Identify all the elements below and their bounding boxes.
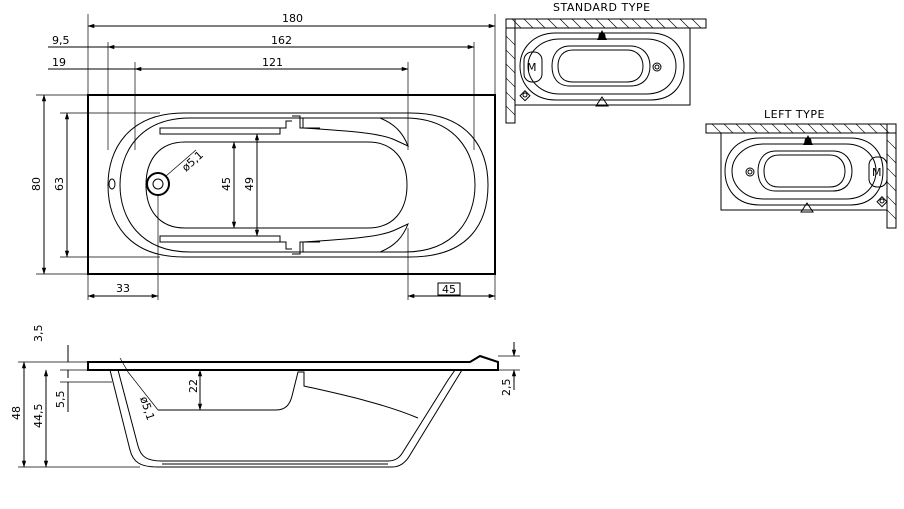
section-inner-shell (117, 369, 456, 462)
plan-outer-rim (87, 94, 496, 275)
section-armrest (158, 371, 419, 419)
dim-33-label: 33 (116, 282, 130, 295)
standard-wall-hatch (505, 18, 702, 116)
left-motor-pad (868, 156, 888, 188)
plan-overflow (108, 178, 116, 190)
dim-19-label: 19 (52, 56, 66, 69)
standard-bottom-valve-icon (595, 96, 609, 107)
dim-5-5-label: 5,5 (54, 391, 67, 409)
dim-48-label: 48 (10, 406, 23, 420)
standard-corner-valve-icon (519, 90, 531, 102)
left-wall-hatch (711, 123, 897, 220)
plan-armrest-bottom (159, 223, 409, 255)
standard-type-variant: STANDARD TYPE (505, 1, 707, 124)
plan-outer-basin (107, 112, 489, 258)
standard-motor-label: M (527, 61, 537, 74)
section-rim (87, 354, 499, 371)
standard-motor-pad (523, 51, 543, 83)
dim-45-label: 45 (220, 177, 233, 191)
dim-9-5-label: 9,5 (52, 34, 70, 47)
dim-2-5-label: 2,5 (500, 379, 513, 397)
dim-63-label: 63 (53, 177, 66, 191)
dim-162-label: 162 (271, 34, 292, 47)
left-bottom-valve-icon (800, 202, 814, 213)
plan-view: ø5,1 180 162 121 9,5 19 80 63 (30, 12, 496, 300)
left-motor-label: M (872, 166, 882, 179)
dim-121-label: 121 (262, 56, 283, 69)
section-drain-diameter-label: ø5,1 (137, 395, 157, 422)
plan-drain-outer (146, 172, 170, 196)
dim-3-5-label: 3,5 (32, 325, 45, 343)
dim-45-bottom-label: 45 (442, 283, 456, 296)
dim-22-label: 22 (187, 379, 200, 393)
plan-drain-diameter-label: ø5,1 (179, 148, 206, 174)
standard-type-title: STANDARD TYPE (553, 1, 651, 14)
left-jet-icon (745, 167, 755, 177)
dim-180-label: 180 (282, 12, 303, 25)
standard-jet-icon (652, 62, 662, 72)
dim-49-label: 49 (243, 177, 256, 191)
dim-80-label: 80 (30, 177, 43, 191)
left-type-title: LEFT TYPE (764, 108, 825, 121)
plan-basin-floor (145, 141, 408, 229)
plan-armrest-top (159, 115, 409, 147)
plan-drain-inner (152, 178, 164, 190)
dim-44-5-label: 44,5 (32, 404, 45, 429)
section-outer-shell (109, 369, 463, 468)
left-type-variant: LEFT TYPE (705, 108, 897, 229)
standard-tub-outline (514, 27, 691, 106)
section-view: ø5,1 22 48 44,5 3,5 5,5 2,5 (10, 325, 520, 468)
left-corner-valve-icon (876, 196, 888, 208)
plan-inner-basin (119, 117, 476, 253)
